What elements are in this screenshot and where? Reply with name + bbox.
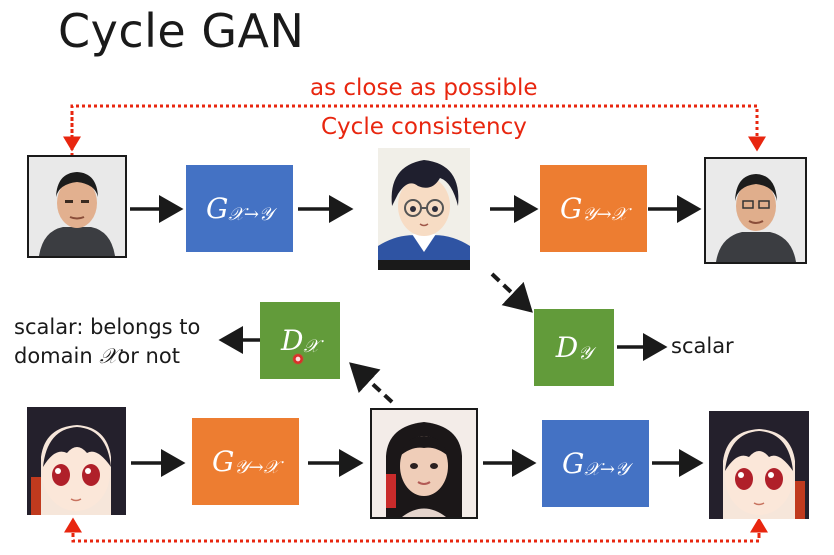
discriminator-symbol: D — [555, 331, 579, 364]
generator-symbol: G — [559, 192, 583, 225]
page-title: Cycle GAN — [58, 4, 305, 58]
generator-subscript: 𝒴→𝒳 — [234, 457, 280, 478]
dashed-arrow-to-dx — [349, 362, 394, 404]
anime-face-input — [27, 407, 126, 515]
domain-x-symbol: 𝒳 — [99, 344, 118, 368]
generator-subscript: 𝒳→𝒴 — [228, 204, 274, 225]
discriminator-subscript: 𝒴 — [578, 343, 593, 364]
generator-symbol: G — [561, 447, 585, 480]
discriminator-symbol: D — [281, 324, 304, 357]
reconstructed-face-photo — [704, 157, 807, 264]
generated-real-photo — [370, 408, 478, 519]
cycle-consistency-bottom-connector — [71, 522, 761, 543]
pointer-dot-icon — [292, 353, 304, 365]
scalar-domain-x-label: scalar: belongs to domain 𝒳or not — [14, 313, 200, 371]
scalar-left-line1: scalar: belongs to — [14, 315, 201, 339]
cycle-consistency-label: Cycle consistency — [321, 114, 527, 140]
scalar-right-label: scalar — [671, 334, 734, 358]
reconstructed-anime-face — [709, 411, 809, 519]
generator-subscript: 𝒴→𝒳 — [582, 204, 628, 225]
generator-symbol: G — [205, 192, 229, 225]
generated-anime-image — [378, 148, 470, 270]
generator-symbol: G — [211, 445, 235, 478]
discriminator-subscript: 𝒳 — [303, 336, 319, 357]
real-face-photo-input — [27, 155, 127, 258]
scalar-left-line2: domain 𝒳or not — [14, 344, 180, 368]
dashed-arrow-to-dy — [490, 272, 533, 313]
as-close-as-possible-label: as close as possible — [310, 75, 538, 101]
generator-subscript: 𝒳→𝒴 — [584, 459, 630, 480]
